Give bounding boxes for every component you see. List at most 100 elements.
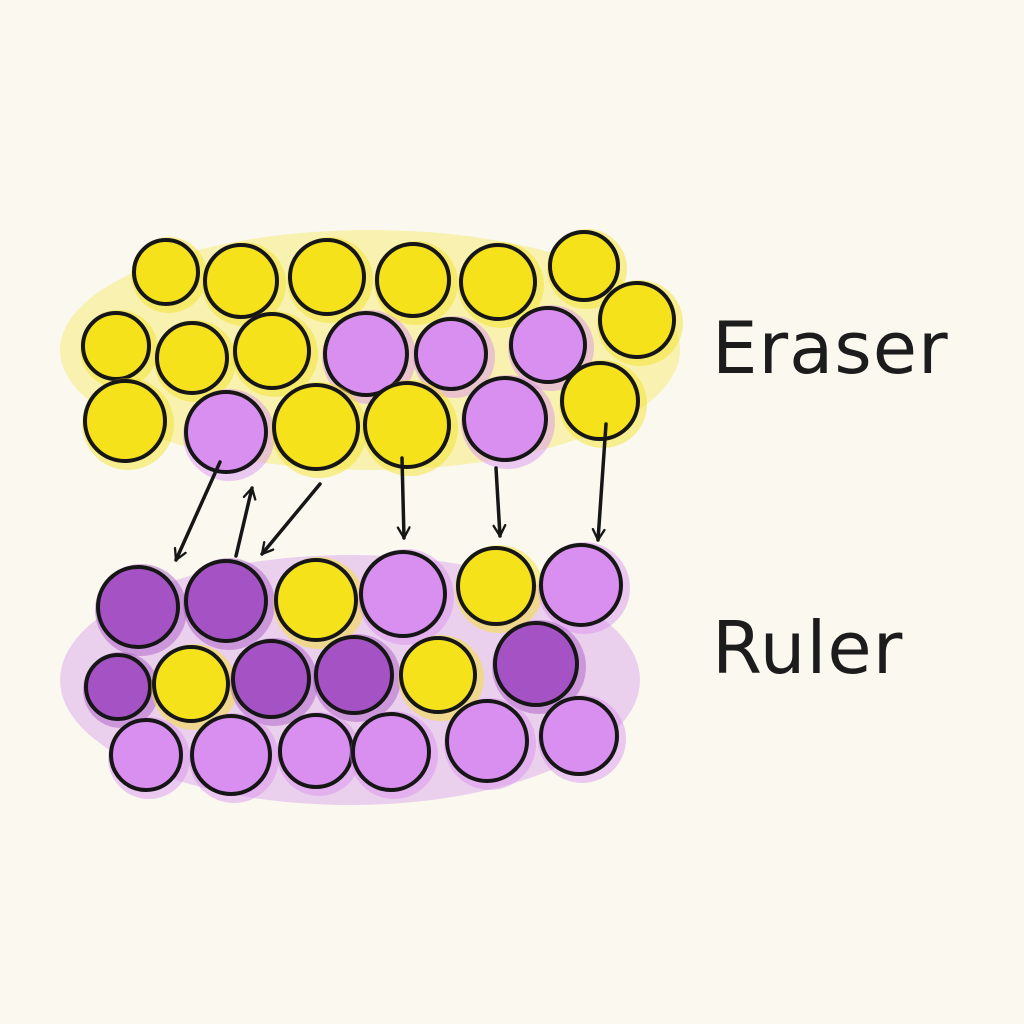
atom-fill (401, 638, 475, 712)
atom-fill (550, 232, 618, 300)
eraser-atom (232, 311, 318, 397)
atom-fill (495, 623, 577, 705)
ruler-atom (83, 652, 159, 728)
atom-fill (111, 720, 181, 790)
eraser-atom (183, 389, 275, 481)
ruler-label: Ruler (712, 606, 904, 690)
eraser-atom (362, 380, 458, 476)
eraser-atom-layer (80, 229, 683, 481)
eraser-atom (131, 237, 207, 313)
atom-outline (456, 546, 536, 626)
eraser-atom (80, 310, 158, 388)
atom-outline (84, 653, 152, 721)
transfer-arrow-down (173, 460, 222, 562)
eraser-atom (322, 310, 416, 404)
atom-fill (154, 647, 228, 721)
atom-outline (323, 311, 409, 397)
transfer-arrow-down (260, 482, 322, 556)
ruler-atom-layer (83, 542, 630, 803)
atom-outline (598, 281, 676, 359)
ruler-atom (95, 564, 187, 656)
ruler-atom (189, 713, 279, 803)
atom-fill (600, 283, 674, 357)
eraser-atom (271, 382, 367, 478)
atom-outline (231, 639, 311, 719)
atom-fill (157, 323, 227, 393)
atom-outline (493, 621, 579, 707)
eraser-atom (458, 242, 544, 328)
ruler-atom (492, 620, 586, 714)
atom-outline (351, 712, 431, 792)
atom-outline (539, 696, 619, 776)
eraser-atom (82, 378, 174, 470)
atom-fill (276, 560, 356, 640)
ruler-atom (230, 638, 318, 726)
ruler-atom (455, 545, 543, 633)
atom-outline (399, 636, 477, 714)
atom-outline (83, 379, 167, 463)
atom-fill (541, 698, 617, 774)
transfer-arrows (173, 422, 608, 562)
transfer-arrow-down (492, 466, 507, 538)
eraser-label: Eraser (712, 306, 949, 390)
atom-outline (548, 230, 620, 302)
eraser-atom (154, 320, 236, 402)
atom-outline (414, 317, 488, 391)
atom-fill (86, 655, 150, 719)
atom-fill (280, 715, 352, 787)
ruler-atom (444, 698, 536, 790)
eraser-atom (413, 316, 495, 398)
ruler-atom (538, 542, 630, 634)
atom-outline (233, 312, 311, 390)
atom-fill (458, 548, 534, 624)
ruler-atom (151, 644, 237, 730)
atom-outline (274, 558, 358, 642)
atom-fill (511, 308, 585, 382)
eraser-atom (508, 305, 594, 391)
atom-outline (459, 243, 537, 321)
ruler-atom (277, 712, 361, 796)
atom-fill (464, 378, 546, 460)
atom-fill (134, 240, 198, 304)
atom-outline (184, 559, 268, 643)
atom-fill (461, 245, 535, 319)
atom-fill (365, 383, 449, 467)
atom-outline (184, 390, 268, 474)
ruler-atom (273, 557, 365, 649)
atom-outline (96, 565, 180, 649)
atom-fill (361, 552, 445, 636)
atom-fill (98, 567, 178, 647)
atom-outline (445, 699, 529, 783)
atom-fill (186, 392, 266, 472)
transfer-arrow-up (234, 486, 257, 558)
atom-outline (190, 714, 272, 796)
ruler-atom (398, 635, 484, 721)
eraser-atom (374, 241, 458, 325)
eraser-atom (202, 242, 286, 326)
transfer-arrow-down (396, 456, 411, 540)
eraser-atom (287, 237, 373, 323)
atom-fill (541, 545, 621, 625)
atom-outline (203, 243, 279, 319)
atom-fill (377, 244, 449, 316)
atom-outline (509, 306, 587, 384)
atom-outline (81, 311, 151, 381)
atom-fill (235, 314, 309, 388)
ruler-atom (358, 549, 454, 645)
atom-outline (152, 645, 230, 723)
eraser-atom (597, 280, 683, 366)
atom-fill (274, 385, 358, 469)
eraser-atom (547, 229, 627, 309)
atom-outline (314, 635, 394, 715)
atom-outline (539, 543, 623, 627)
ruler-atom (538, 695, 626, 783)
ruler-atom (108, 717, 190, 799)
atom-outline (288, 238, 366, 316)
ruler-atom (350, 711, 438, 799)
atom-fill (83, 313, 149, 379)
atom-outline (359, 550, 447, 638)
atom-outline (109, 718, 183, 792)
atom-fill (205, 245, 277, 317)
atom-fill (416, 319, 486, 389)
atom-fill (353, 714, 429, 790)
